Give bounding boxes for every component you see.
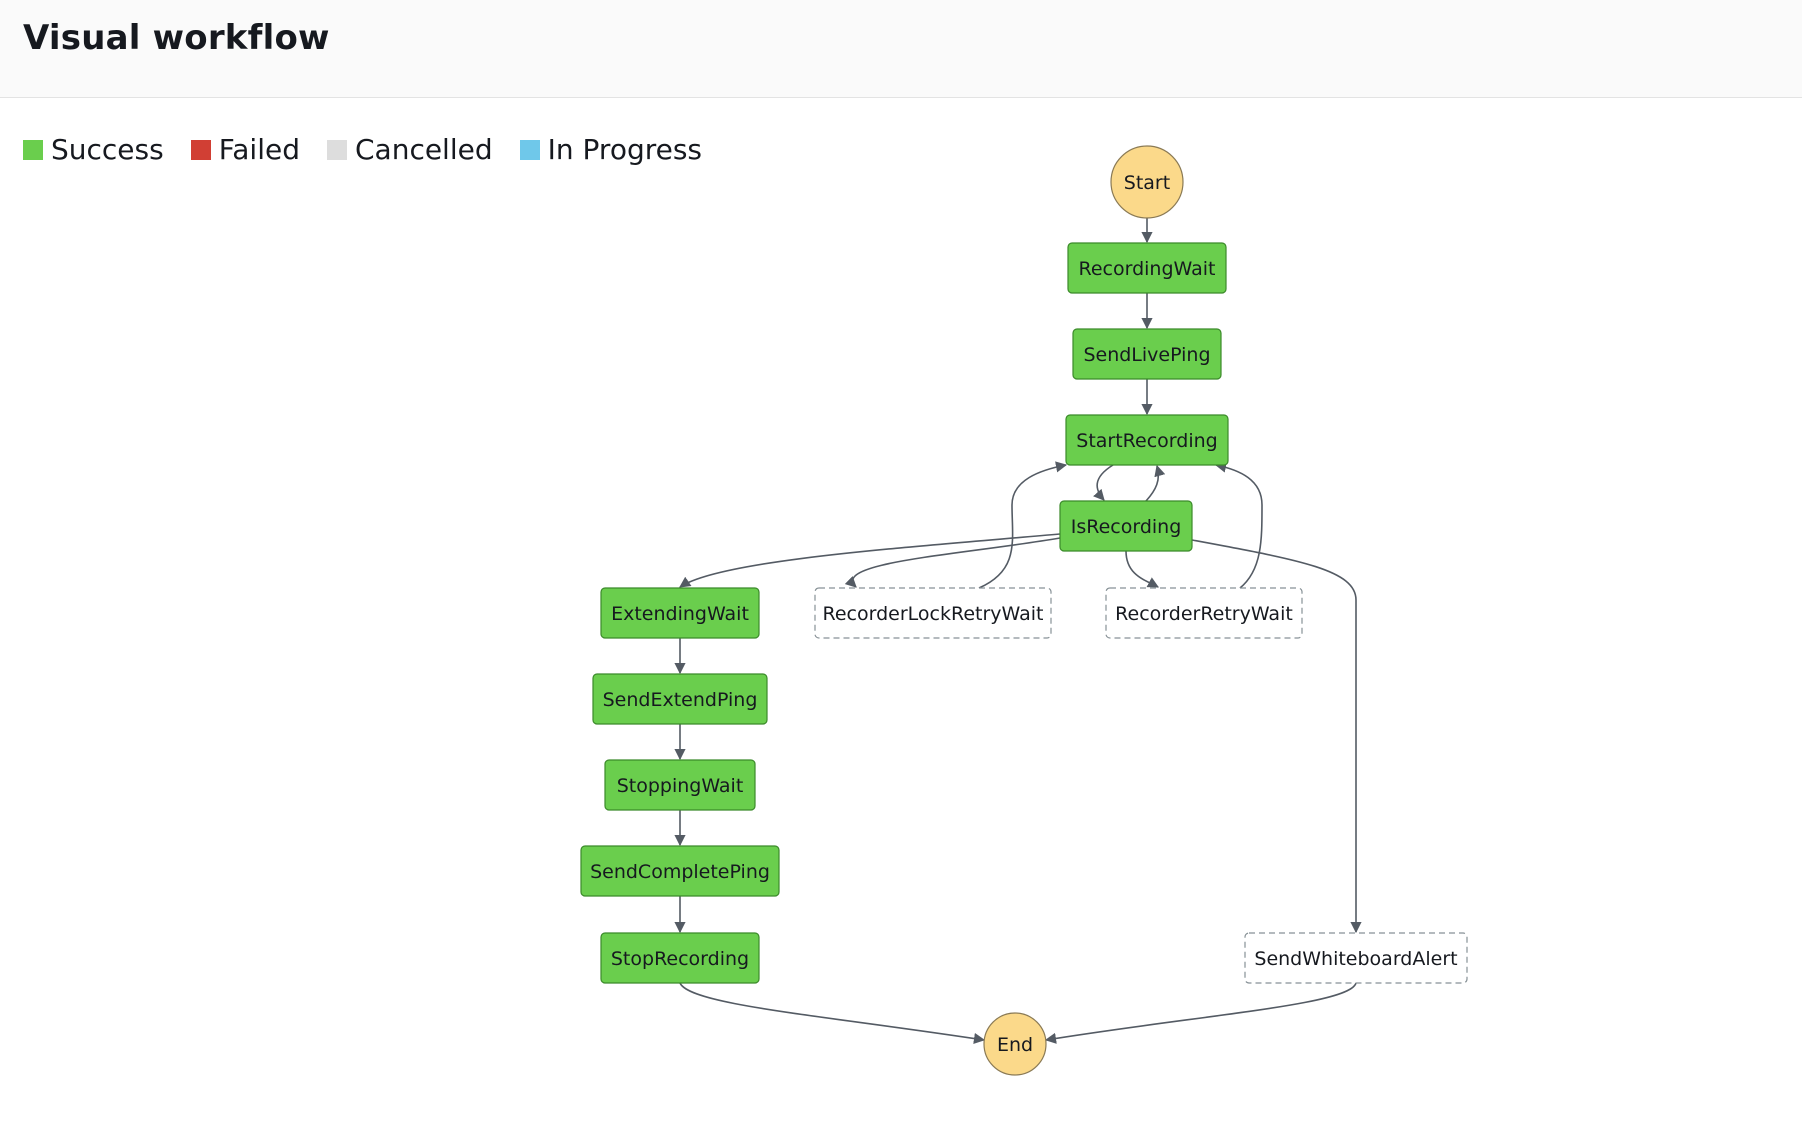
state-label: End [997,1034,1033,1056]
nodes-layer: StartRecordingWaitSendLivePingStartRecor… [580,145,1468,1076]
state-label: RecordingWait [1079,258,1216,280]
state-box [1065,414,1229,466]
state-node-extending-wait[interactable]: ExtendingWait [600,587,760,639]
edge-is-recording-to-start-recording [1145,464,1166,502]
state-node-start-recording[interactable]: StartRecording [1065,414,1229,466]
state-label: RecorderRetryWait [1115,603,1293,625]
state-label: SendWhiteboardAlert [1254,948,1457,970]
success-swatch-icon [23,139,43,160]
page-title: Visual workflow [23,18,330,58]
legend-label: Success [51,133,164,166]
state-box [814,587,1052,639]
state-node-send-live-ping[interactable]: SendLivePing [1072,328,1222,380]
state-box [1244,932,1468,984]
edge-send-whiteboard-alert-to-end [1044,982,1357,1044]
state-node-send-complete-ping[interactable]: SendCompletePing [580,845,780,897]
edge-is-recording-to-send-whiteboard-alert [1191,539,1362,934]
state-label: IsRecording [1071,516,1182,538]
state-label: ExtendingWait [611,603,749,625]
state-label: SendCompletePing [590,861,770,883]
edge-is-recording-to-extending-wait [679,533,1061,588]
terminal-circle [983,1012,1047,1076]
state-node-start[interactable]: Start [1110,145,1184,219]
edge-stop-recording-to-end [679,982,986,1045]
edge-is-recording-to-recorder-lock-retry-wait [844,537,1061,588]
legend-item-failed: Failed [190,133,300,166]
legend-item-success: Success [23,133,164,166]
page-header: Visual workflow [0,0,1802,98]
legend-label: Cancelled [354,133,493,166]
state-label: SendLivePing [1083,344,1210,366]
state-box [1072,328,1222,380]
state-node-send-whiteboard-alert[interactable]: SendWhiteboardAlert [1244,932,1468,984]
state-label: StopRecording [611,948,749,970]
state-node-is-recording[interactable]: IsRecording [1059,500,1193,552]
terminal-circle [1110,145,1184,219]
edge-start-recording-to-is-recording [1093,464,1114,501]
state-box [1059,500,1193,552]
state-node-recorder-retry-wait[interactable]: RecorderRetryWait [1105,587,1303,639]
failed-swatch-icon [190,139,211,160]
state-node-end[interactable]: End [983,1012,1047,1076]
state-box [592,673,768,725]
state-node-send-extend-ping[interactable]: SendExtendPing [592,673,768,725]
edge-is-recording-to-recorder-retry-wait [1125,550,1159,588]
edges-layer [674,218,1362,1045]
legend-item-cancelled: Cancelled [326,133,493,166]
state-label: Start [1124,172,1170,194]
edge-recorder-retry-wait-to-start-recording [1214,461,1263,589]
legend-label: Failed [218,133,300,166]
state-box [1105,587,1303,639]
state-box [604,759,756,811]
state-node-recording-wait[interactable]: RecordingWait [1067,242,1227,294]
legend-label: In Progress [547,133,703,166]
state-label: StoppingWait [617,775,744,797]
state-node-stopping-wait[interactable]: StoppingWait [604,759,756,811]
in-progress-swatch-icon [519,139,540,160]
edge-recorder-lock-retry-wait-to-start-recording [978,461,1068,589]
state-node-stop-recording[interactable]: StopRecording [600,932,760,984]
cancelled-swatch-icon [326,139,347,160]
state-label: StartRecording [1076,430,1217,452]
status-legend: Success Failed Cancelled In Progress [23,133,729,166]
state-box [600,587,760,639]
state-box [1067,242,1227,294]
state-box [600,932,760,984]
legend-item-in-progress: In Progress [519,133,703,166]
state-label: RecorderLockRetryWait [823,603,1044,625]
state-node-recorder-lock-retry-wait[interactable]: RecorderLockRetryWait [814,587,1052,639]
state-label: SendExtendPing [603,689,758,711]
state-box [580,845,780,897]
